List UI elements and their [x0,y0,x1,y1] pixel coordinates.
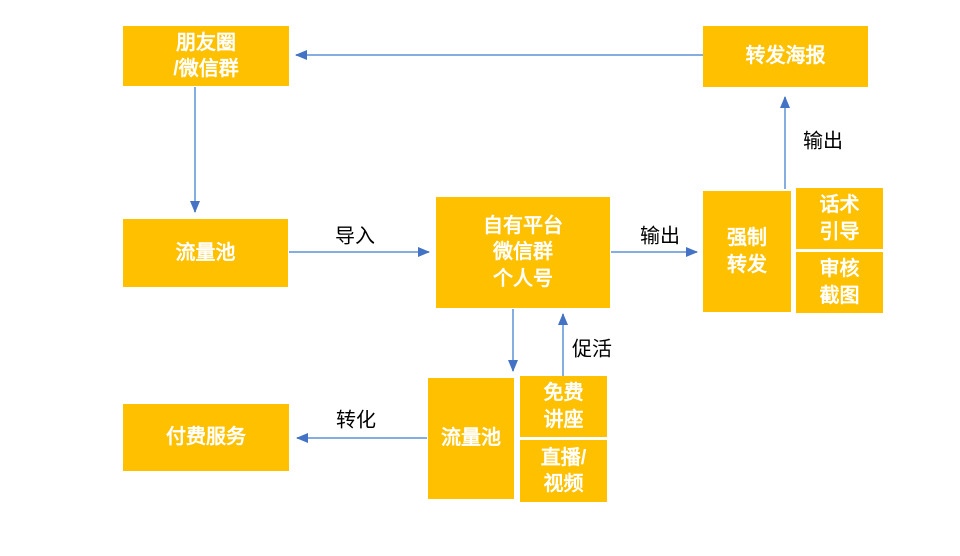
edge-label-convert: 转化 [336,409,376,432]
node-traffic-pool-bottom: 流量池 [428,378,514,499]
edge-label-output-up: 输出 [803,130,843,153]
node-paid-service: 付费服务 [123,404,289,471]
node-forced-forward: 强制 转发 [703,191,791,312]
node-script-guidance: 话术 引导 [796,188,883,249]
node-forward-poster: 转发海报 [703,26,868,87]
node-own-platform: 自有平台 微信群 个人号 [436,197,610,308]
node-free-lecture: 免费 讲座 [520,376,607,437]
node-review-screenshot: 审核 截图 [796,252,883,313]
node-live-video: 直播/ 视频 [520,440,607,502]
node-traffic-pool-left: 流量池 [123,219,288,287]
edge-label-activate: 促活 [572,338,612,361]
edge-label-output-right: 输出 [640,225,680,248]
edge-label-import: 导入 [335,225,375,248]
node-moments-wechat-group: 朋友圈 /微信群 [123,26,289,86]
